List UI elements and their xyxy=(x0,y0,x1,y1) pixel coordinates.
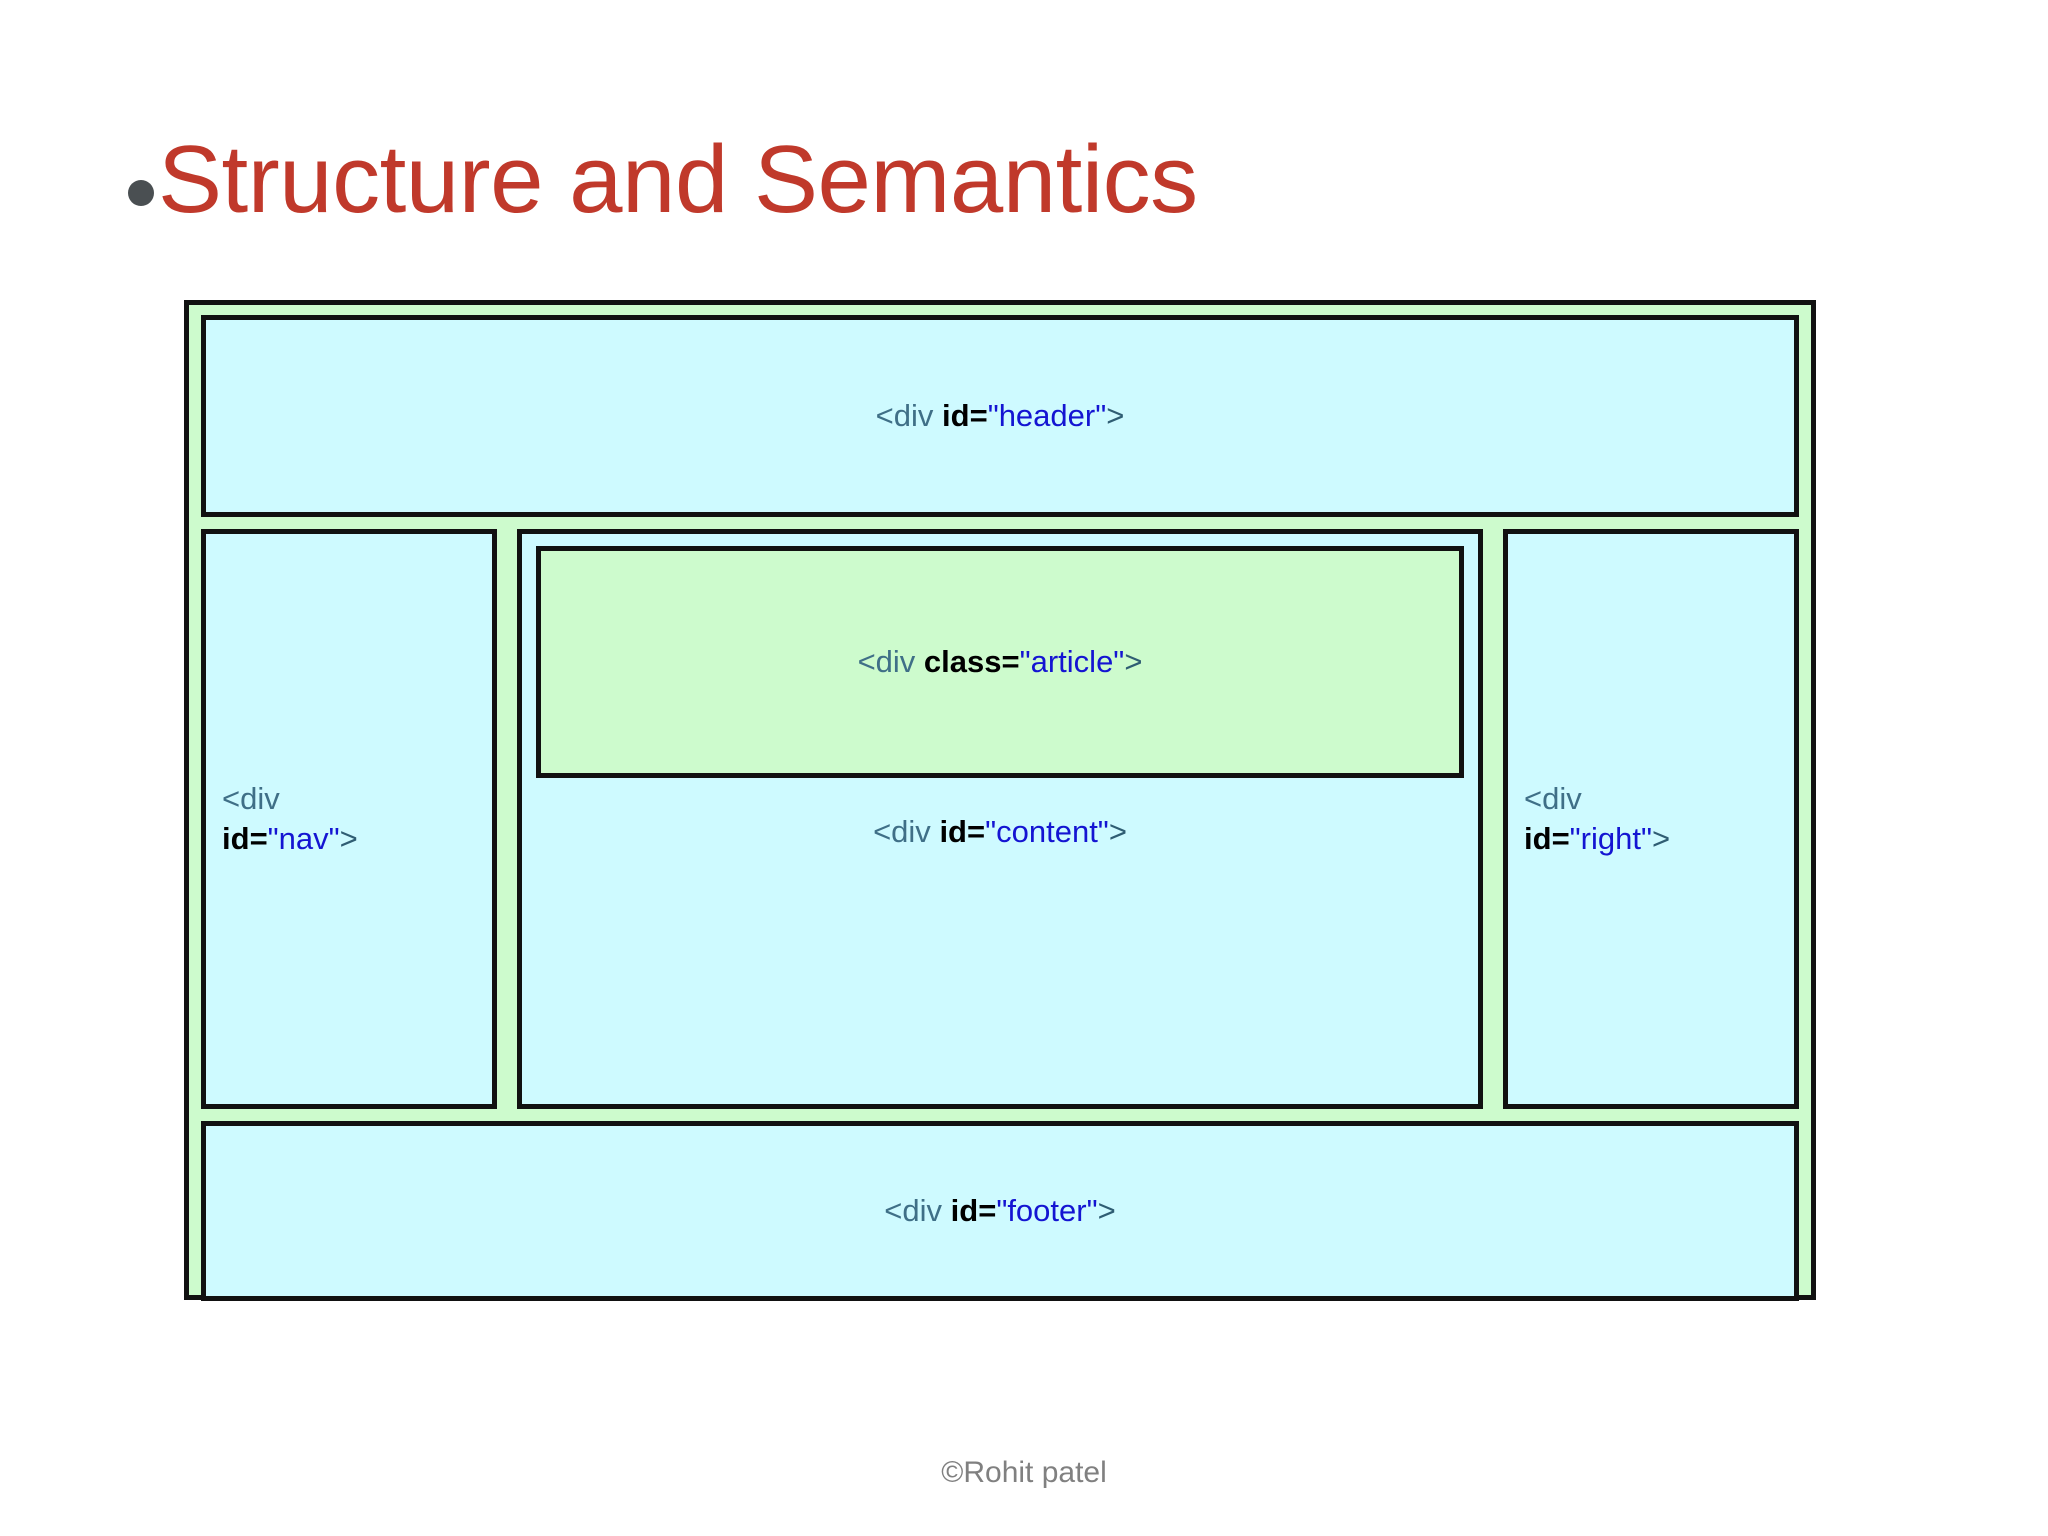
header-code-label: <div id="header"> xyxy=(876,396,1125,436)
header-attr-name: id xyxy=(942,398,970,434)
right-code-line2: id="right"> xyxy=(1524,819,1670,859)
nav-code-line2: id="nav"> xyxy=(222,819,358,859)
diagram-box-article: <div class="article"> xyxy=(536,546,1464,778)
right-attr-value: "right" xyxy=(1569,821,1652,856)
page-title: Structure and Semantics xyxy=(128,128,1198,232)
footer-tag-open: <div xyxy=(884,1193,951,1229)
content-tag-close: > xyxy=(1108,814,1127,849)
nav-code-line1: <div xyxy=(222,779,280,819)
content-attr-name: id xyxy=(939,814,967,849)
footer-attr-name: id xyxy=(950,1193,979,1229)
bullet-icon xyxy=(128,180,154,206)
header-attr-eq: = xyxy=(969,398,988,434)
header-tag-close: > xyxy=(1106,398,1125,434)
right-attr-name: id xyxy=(1524,821,1552,856)
content-tag-open: <div xyxy=(873,814,940,849)
diagram-box-footer: <div id="footer"> xyxy=(201,1121,1799,1301)
footer-tag-close: > xyxy=(1097,1193,1116,1229)
content-code-label: <div id="content"> xyxy=(873,814,1127,849)
diagram-box-header: <div id="header"> xyxy=(201,315,1799,517)
header-tag-open: <div xyxy=(875,398,943,434)
diagram-box-content: <div class="article"> <div id="content"> xyxy=(517,529,1483,1109)
nav-attr-value: "nav" xyxy=(267,821,340,856)
article-tag-close: > xyxy=(1124,644,1143,680)
diagram-middle-row: <div id="nav"> <div class="article"> <di… xyxy=(201,529,1799,1109)
nav-attr-eq: = xyxy=(249,821,268,856)
page-layout-diagram: <div id="header"> <div id="nav"> <div cl… xyxy=(184,300,1816,1301)
nav-tag-open: <div xyxy=(222,781,280,817)
content-attr-value: "content" xyxy=(985,814,1109,849)
footer-attr-value: "footer" xyxy=(996,1193,1098,1229)
right-code-line1: <div xyxy=(1524,779,1582,819)
article-attr-name: class xyxy=(923,644,1002,680)
right-attr-eq: = xyxy=(1551,821,1570,856)
header-attr-value: "header" xyxy=(987,398,1107,434)
nav-attr-name: id xyxy=(222,821,250,856)
footer-code-label: <div id="footer"> xyxy=(884,1191,1115,1231)
article-code-label: <div class="article"> xyxy=(858,642,1143,682)
diagram-box-right: <div id="right"> xyxy=(1503,529,1799,1109)
right-tag-open: <div xyxy=(1524,781,1582,817)
article-attr-eq: = xyxy=(1001,644,1020,680)
nav-tag-close: > xyxy=(339,821,358,856)
article-attr-value: "article" xyxy=(1019,644,1125,680)
diagram-box-nav: <div id="nav"> xyxy=(201,529,497,1109)
article-tag-open: <div xyxy=(857,644,924,680)
content-code-label-wrap: <div id="content"> xyxy=(536,812,1464,852)
right-tag-close: > xyxy=(1652,821,1671,856)
footer-attr-eq: = xyxy=(978,1193,997,1229)
content-attr-eq: = xyxy=(967,814,986,849)
attribution-text: ©Rohit patel xyxy=(941,1456,1107,1489)
page-title-text: Structure and Semantics xyxy=(158,126,1198,233)
